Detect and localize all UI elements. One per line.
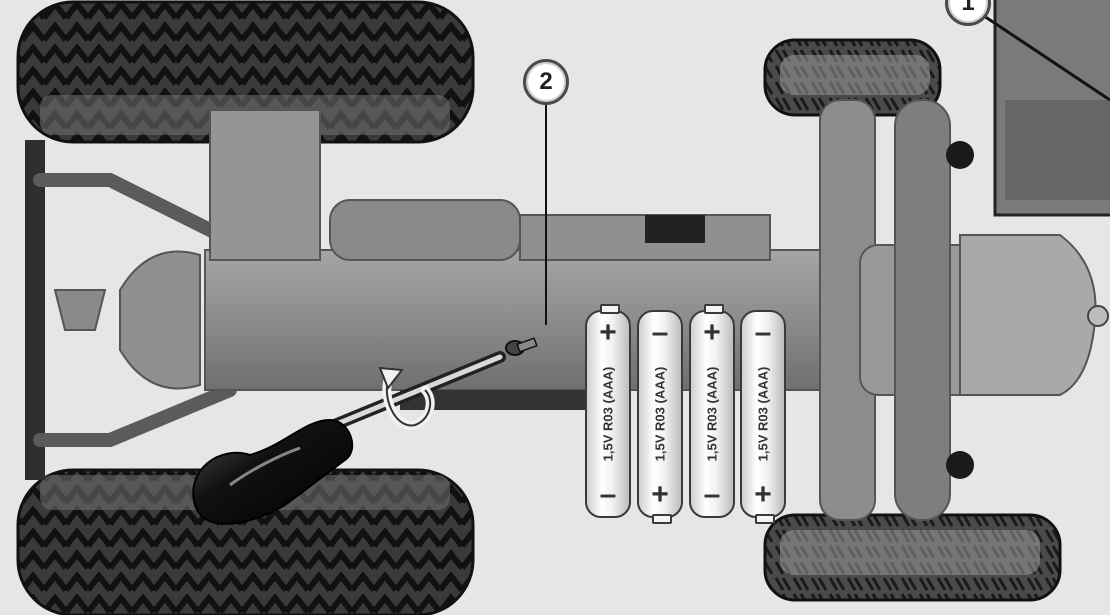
battery-terminal xyxy=(600,304,620,314)
battery-label: 1,5V R03 (AAA) xyxy=(652,366,668,462)
battery-terminal xyxy=(652,514,672,524)
battery-terminal xyxy=(704,304,724,314)
battery-top-sign: – xyxy=(754,316,772,349)
screw-icon xyxy=(505,337,538,356)
rear-tire-bottom xyxy=(16,468,475,615)
battery-bottom-sign: + xyxy=(754,478,772,511)
step-2-marker: 2 xyxy=(523,59,569,105)
battery-bottom-sign: – xyxy=(599,478,617,511)
battery-4: – 1,5V R03 (AAA) + xyxy=(740,310,786,524)
battery-bottom-sign: – xyxy=(703,478,721,511)
battery-label: 1,5V R03 (AAA) xyxy=(704,366,720,462)
step-2-number: 2 xyxy=(539,68,553,95)
tractor-body xyxy=(53,99,1109,521)
battery-label: 1,5V R03 (AAA) xyxy=(755,366,771,462)
battery-2: – 1,5V R03 (AAA) + xyxy=(637,310,683,524)
screwdriver-icon xyxy=(192,351,506,525)
front-tire-top xyxy=(763,38,942,117)
rotate-arrow-icon xyxy=(378,366,435,430)
front-tire-bottom xyxy=(763,513,1062,602)
battery-bottom-sign: + xyxy=(651,478,669,511)
drawbar xyxy=(25,140,45,480)
step-1-number: 1 xyxy=(961,0,975,16)
battery-label: 1,5V R03 (AAA) xyxy=(600,366,616,462)
battery-top-sign: – xyxy=(651,316,669,349)
battery-top-sign: + xyxy=(599,316,617,349)
detail-inset xyxy=(974,0,1110,217)
battery-top-sign: + xyxy=(703,316,721,349)
battery-1: + 1,5V R03 (AAA) – xyxy=(585,304,631,518)
battery-terminal xyxy=(755,514,775,524)
battery-3: + 1,5V R03 (AAA) – xyxy=(689,304,735,518)
